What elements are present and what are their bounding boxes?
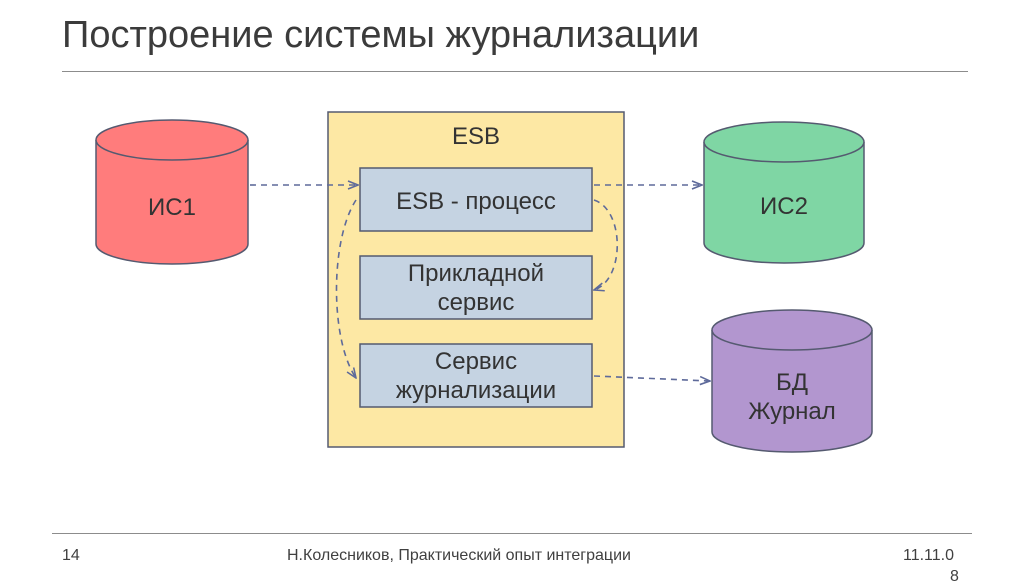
footer-date-wrap: 8 — [950, 568, 959, 585]
journal-db-label-line2: Журнал — [748, 398, 836, 425]
is2-database-cylinder: ИС2 — [703, 121, 865, 264]
is1-database-cylinder: ИС1 — [95, 119, 249, 265]
slide-title: Построение системы журнализации — [62, 14, 700, 56]
is2-label: ИС2 — [760, 193, 808, 220]
arrow-esb-process-to-logging-service — [335, 199, 357, 378]
logging-service-label-line1: Сервис — [435, 348, 517, 375]
footer-date: 11.11.0 — [903, 547, 955, 564]
is1-label: ИС1 — [148, 194, 196, 221]
journal-database-cylinder: БД Журнал — [711, 309, 873, 453]
esb-container-label: ESB — [452, 123, 500, 150]
esb-process-label: ESB - процесс — [396, 188, 556, 215]
title-divider — [62, 71, 968, 72]
arrow-logging-service-to-journal-db — [593, 375, 710, 381]
journal-db-label-line1: БД — [776, 369, 808, 396]
page-number: 14 — [62, 547, 80, 564]
applied-service-label-line1: Прикладной — [408, 260, 544, 287]
applied-service-box: Прикладной сервис — [359, 255, 593, 320]
footer-author: Н.Колесников, Практический опыт интеграц… — [287, 547, 631, 564]
applied-service-label-line2: сервис — [438, 289, 515, 316]
logging-service-box: Сервис журнализации — [359, 343, 593, 408]
logging-service-label-line2: журнализации — [396, 377, 556, 404]
esb-process-box: ESB - процесс — [359, 167, 593, 232]
footer-divider — [52, 533, 972, 534]
